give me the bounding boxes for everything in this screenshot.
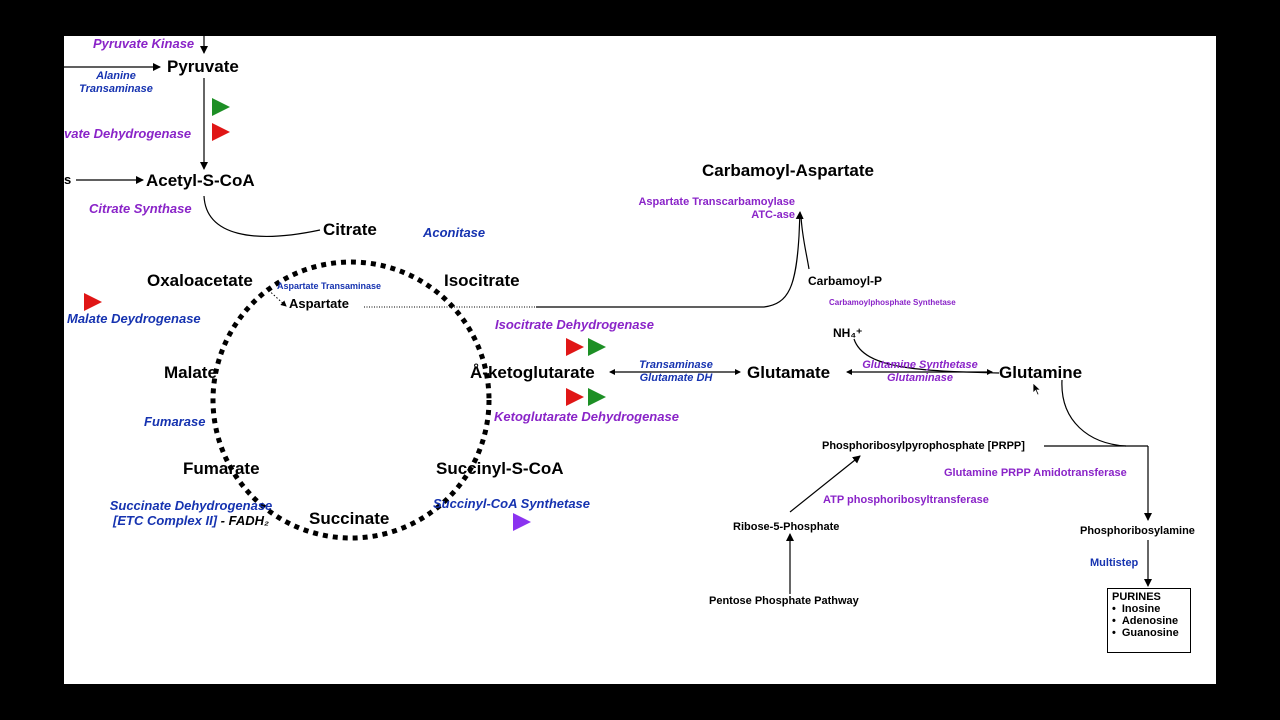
enzyme-glutamine-synthetase: Glutamine Synthetase [862,359,978,371]
arrow-ribose-to-prpp [789,455,861,513]
diagram-lines [64,36,1152,594]
curve-aspartate-to-carbamoyl-aspartate [536,211,804,308]
metabolite-isocitrate: Isocitrate [444,271,520,290]
green-flag-icon [212,98,230,116]
purine-item: Guanosine [1112,627,1186,639]
enzyme-atcase-line1: Aspartate Transcarbamoylase [638,196,795,208]
arrow-oaa-to-aspartate [265,287,287,307]
metabolite-prpp: Phosphoribosylpyrophosphate [PRPP] [822,440,1025,452]
enzyme-alanine-transaminase: Alanine Transaminase [78,70,154,95]
enzyme-aspartate-transcarbamoylase: Aspartate Transcarbamoylase ATC-ase [609,196,795,221]
enzyme-aconitase: Aconitase [423,225,486,240]
metabolite-glutamate: Glutamate [747,363,831,382]
enzyme-isocitrate-dehydrogenase: Isocitrate Dehydrogenase [495,317,654,332]
purines-title: PURINES [1112,591,1161,603]
metabolite-succinate: Succinate [309,509,390,528]
tca-cycle-ring [210,259,492,541]
curve-carbamoylp-up [800,215,810,270]
enzyme-glutaminase: Glutaminase [886,371,954,384]
metabolite-pyruvate: Pyruvate [167,57,239,76]
enzyme-alanine-line2: Transaminase [79,82,153,95]
curve-acetylcoa-to-citrate [203,195,321,237]
metabolite-aspartate: Aspartate [289,296,349,311]
enzyme-atcase-line2: ATC-ase [751,208,795,221]
enzyme-glutamine-prpp-amidotransferase: Glutamine PRPP Amidotransferase [944,467,1127,479]
pathway-diagram: Pyruvate Kinase Pyruvate Alanine Transam… [64,36,1216,684]
metabolite-carbamoyl-aspartate: Carbamoyl-Aspartate [702,161,874,180]
purine-item: Adenosine [1112,615,1186,627]
purines-list: Inosine Adenosine Guanosine [1112,603,1186,639]
curve-glutamine-down [1061,379,1127,447]
enzyme-pyruvate-dehydrogenase: vate Dehydrogenase [64,126,192,141]
metabolite-pentose-phosphate-pathway: Pentose Phosphate Pathway [709,595,859,607]
metabolite-citrate: Citrate [323,220,377,239]
enzyme-sdh-fadh2: - FADH₂ [217,512,269,528]
metabolite-glutamine: Glutamine [999,363,1083,382]
red-flag-icon [566,388,584,406]
enzyme-alanine-line1: Alanine [96,70,136,82]
metabolite-phosphoribosylamine: Phosphoribosylamine [1080,525,1195,537]
metabolite-carbamoyl-p: Carbamoyl-P [808,274,883,288]
enzyme-aspartate-transaminase: Aspartate Transaminase [277,281,382,291]
metabolite-succinyl-coa: Succinyl-S-CoA [436,459,564,478]
enzyme-multistep: Multistep [1090,557,1139,569]
enzyme-transaminase-glutamate-dh: Transaminase Glutamate DH [632,359,720,384]
red-flag-icon [212,123,230,141]
enzyme-glutamine-synthetase-glutaminase: Glutamine Synthetase Glutaminase [850,359,990,384]
metabolite-fumarate: Fumarate [183,459,260,478]
enzyme-succinate-dehydrogenase: Succinate Dehydrogenase [ETC Complex II]… [102,498,280,529]
enzyme-carbamoylphosphate-synthetase: Carbamoylphosphate Synthetase [829,298,956,307]
metabolite-a-ketoglutarate: Å-ketoglutarate [470,363,595,382]
metabolite-oxaloacetate: Oxaloacetate [147,271,253,290]
enzyme-sdh-line1: Succinate Dehydrogenase [109,498,273,513]
enzyme-sdh-complex: [ETC Complex II] [113,512,218,528]
enzyme-glutamate-dh: Glutamate DH [639,371,713,384]
metabolite-left-cut: s [64,172,72,187]
purines-box: PURINES Inosine Adenosine Guanosine [1107,588,1191,653]
enzyme-citrate-synthase: Citrate Synthase [89,201,192,216]
enzyme-transaminase: Transaminase [639,359,713,371]
mouse-cursor-icon [1032,382,1042,396]
green-flag-icon [588,338,606,356]
enzyme-pyruvate-kinase: Pyruvate Kinase [93,36,195,51]
red-flag-icon [84,293,102,311]
metabolite-nh4: NH₄⁺ [833,326,863,340]
enzyme-ketoglutarate-dehydrogenase: Ketoglutarate Dehydrogenase [494,409,679,424]
enzyme-malate-dehydrogenase: Malate Deydrogenase [67,311,201,326]
enzyme-atp-phosphoribosyltransferase: ATP phosphoribosyltransferase [823,494,989,506]
enzyme-succinyl-coa-synthetase: Succinyl-CoA Synthetase [433,496,591,511]
enzyme-fumarase: Fumarase [144,414,206,429]
green-flag-icon [588,388,606,406]
red-flag-icon [566,338,584,356]
violet-flag-icon [513,513,531,531]
metabolite-acetyl-coa: Acetyl-S-CoA [146,171,255,190]
metabolite-ribose-5-phosphate: Ribose-5-Phosphate [733,521,840,533]
enzyme-sdh-line2: [ETC Complex II] - FADH₂ [102,512,280,529]
purine-item: Inosine [1112,603,1186,615]
metabolite-malate: Malate [164,363,217,382]
